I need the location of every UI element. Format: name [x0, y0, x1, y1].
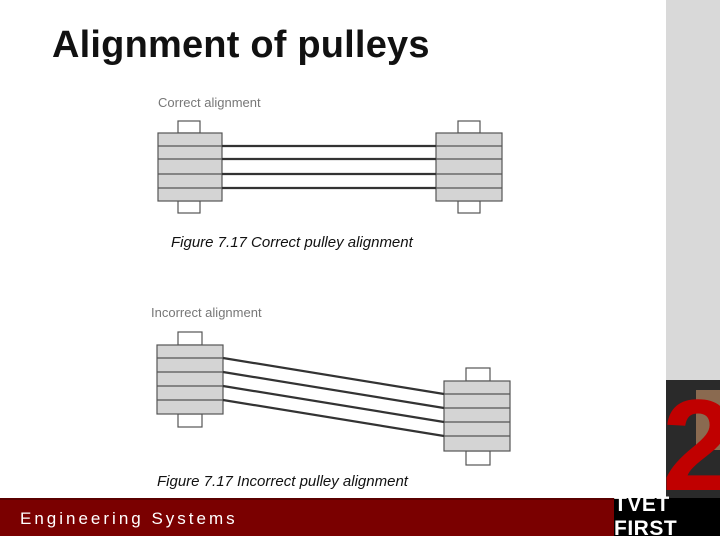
belts: [222, 144, 436, 190]
slide-title: Alignment of pulleys: [52, 24, 430, 66]
footer-bar: Engineering Systems: [0, 498, 666, 536]
logo-two-icon: 2: [666, 380, 720, 498]
logo-number: 2: [666, 380, 720, 498]
incorrect-alignment-caption: Figure 7.17 Incorrect pulley alignment: [157, 473, 408, 490]
incorrect-alignment-label: Incorrect alignment: [151, 305, 262, 320]
right-pulley: [443, 367, 511, 466]
tvet-first-logo: TVET FIRST: [614, 493, 720, 540]
left-pulley: [156, 331, 224, 428]
footer-text: Engineering Systems: [20, 509, 238, 528]
correct-alignment-caption: Figure 7.17 Correct pulley alignment: [171, 234, 413, 251]
incorrect-alignment-diagram: [156, 331, 511, 466]
right-pulley: [435, 120, 503, 214]
correct-alignment-diagram: [157, 120, 503, 214]
left-pulley: [157, 120, 223, 214]
belts: [222, 356, 445, 438]
logo-text: TVET FIRST: [614, 493, 678, 540]
correct-alignment-label: Correct alignment: [158, 95, 261, 110]
logo-two-graphic: 2: [666, 380, 720, 498]
